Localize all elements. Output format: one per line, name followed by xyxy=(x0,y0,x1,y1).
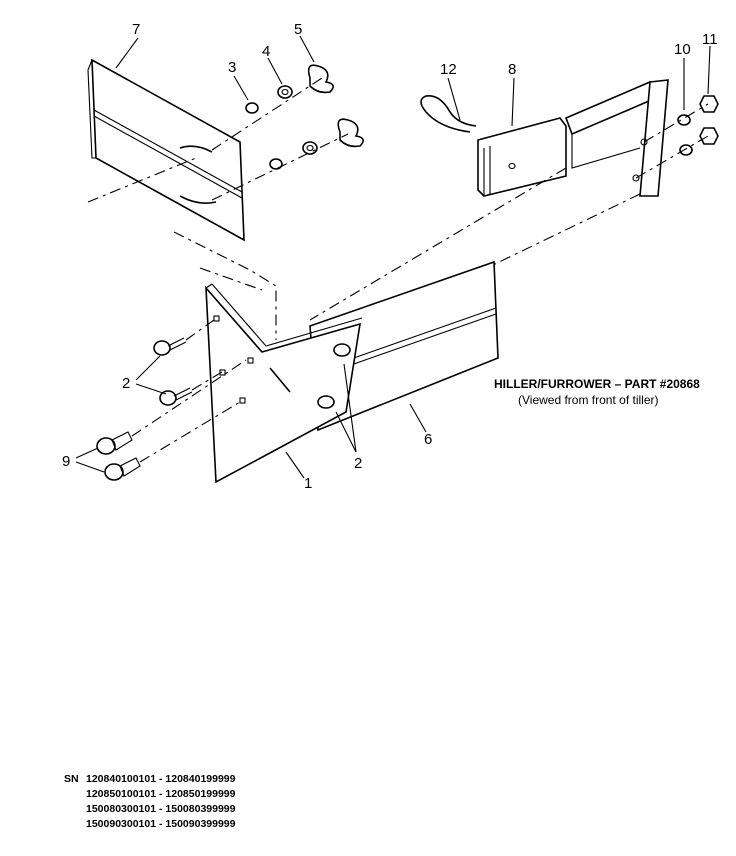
wing-plate-7 xyxy=(87,58,245,242)
callout-6: 6 xyxy=(424,431,432,448)
callout-10: 10 xyxy=(674,41,691,58)
callout-12: 12 xyxy=(440,61,457,78)
diagram-subtitle: (Viewed from front of tiller) xyxy=(518,393,659,407)
callout-11: 11 xyxy=(702,31,718,48)
mounting-bracket-8 xyxy=(477,79,669,197)
callout-3: 3 xyxy=(228,59,236,76)
hardware-upper-left xyxy=(245,64,364,170)
main-frame-1 xyxy=(205,283,363,484)
serial-range-3: 150080300101 - 150080399999 xyxy=(86,803,236,815)
diagram-title: HILLER/FURROWER – PART #20868 xyxy=(494,377,700,391)
callout-7: 7 xyxy=(132,21,140,38)
serial-range-2: 120850100101 - 120850199999 xyxy=(86,788,236,800)
hardware-right xyxy=(677,95,719,156)
bolts-9 xyxy=(96,431,141,481)
carriage-bolts-2 xyxy=(153,337,193,406)
serial-label: SN xyxy=(64,773,79,785)
callout-2-left: 2 xyxy=(122,375,130,392)
callout-8: 8 xyxy=(508,61,516,78)
serial-number-block: SN 120840100101 - 120840199999 120850100… xyxy=(64,773,236,830)
leader-lines xyxy=(75,35,711,479)
hairpin-clip-12 xyxy=(420,95,477,133)
callout-4: 4 xyxy=(262,43,270,60)
serial-range-1: 120840100101 - 120840199999 xyxy=(86,773,236,785)
callout-1: 1 xyxy=(304,475,312,492)
callout-9: 9 xyxy=(62,453,70,470)
callout-2-right: 2 xyxy=(354,455,362,472)
callout-5: 5 xyxy=(294,21,302,38)
serial-range-4: 150090300101 - 150090399999 xyxy=(86,818,236,830)
